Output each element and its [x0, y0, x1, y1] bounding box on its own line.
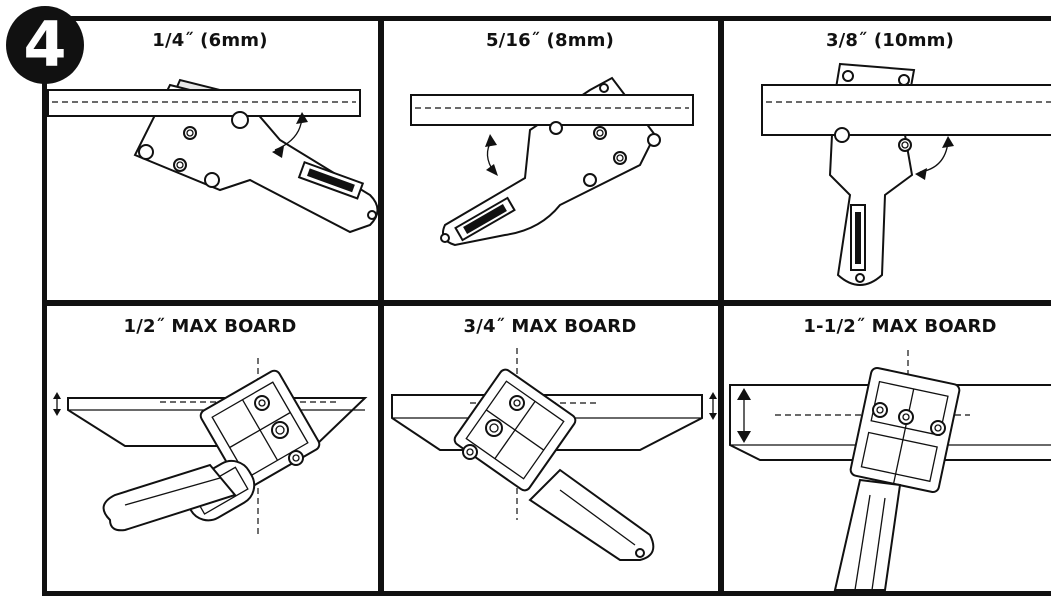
- panel-divider-2: [718, 16, 724, 596]
- step-number: 4: [23, 8, 67, 81]
- row-divider: [42, 300, 1051, 306]
- panel-3-illustration: [761, 62, 1051, 286]
- panel-5-illustration: [391, 348, 717, 561]
- panel-title-3: 3/8˝ (10mm): [825, 30, 955, 51]
- panel-title-4: 1/2˝ MAX BOARD: [123, 316, 297, 337]
- panel-title-1: 1/4˝ (6mm): [152, 30, 268, 51]
- panel-1-illustration: [47, 78, 379, 234]
- panel-title-5: 3/4˝ MAX BOARD: [463, 316, 637, 337]
- step-badge: [6, 6, 84, 84]
- panel-title-2: 5/16˝ (8mm): [485, 30, 615, 51]
- panel-4-illustration: [53, 358, 368, 535]
- panel-2-illustration: [410, 76, 694, 247]
- panel-divider-1: [378, 16, 384, 596]
- panel-6-illustration: [729, 350, 1051, 591]
- panel-title-6: 1-1/2˝ MAX BOARD: [803, 316, 997, 337]
